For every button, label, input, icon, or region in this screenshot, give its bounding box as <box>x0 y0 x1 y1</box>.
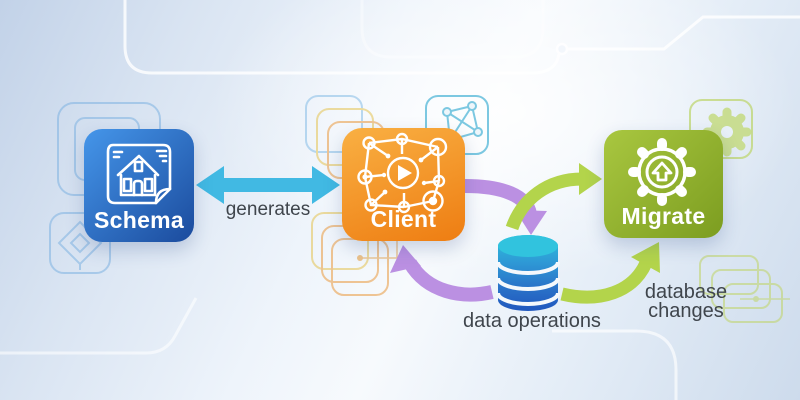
network-node-1 <box>442 107 452 117</box>
circuit-line-bottom-left <box>0 297 198 355</box>
database-changes-line2: changes <box>648 300 724 322</box>
blueprint-house-document-icon <box>106 143 172 205</box>
green-rect-3 <box>723 283 783 323</box>
client-label: Client <box>370 206 437 232</box>
database-changes-line1: database <box>644 281 728 303</box>
schema-label: Schema <box>93 207 184 233</box>
stacked-square-blue <box>305 95 363 153</box>
network-node-3 <box>473 127 483 137</box>
database-icon <box>496 235 560 311</box>
generates-arrowhead-right <box>312 166 340 204</box>
generates-arrow <box>196 166 340 204</box>
gear-hole <box>721 126 733 138</box>
db-to-migrate-arrowhead <box>631 242 660 273</box>
data-operations-annotation: data operations <box>463 310 601 332</box>
gear-upload-arrow-icon <box>628 138 696 206</box>
circuit-line-top-left <box>123 0 561 75</box>
faded-green-rects <box>699 255 790 323</box>
db-to-migrate-arrow <box>560 242 660 304</box>
node-migrate: Migrate <box>604 130 723 238</box>
green-circuit-dot <box>753 296 759 302</box>
circuit-line-top-right <box>567 15 800 51</box>
stacked-square-yellow-2 <box>311 212 369 270</box>
network-node-2 <box>467 101 477 111</box>
green-rect-1 <box>699 255 759 295</box>
circuit-notch-top-center <box>360 0 545 59</box>
node-schema: Schema <box>84 129 194 242</box>
client-to-migrate-arrowhead <box>579 163 602 195</box>
database-separators <box>496 261 560 306</box>
circuit-line-bottom-right <box>552 329 678 400</box>
db-to-client-arrow <box>390 245 494 302</box>
node-client: Client <box>342 128 465 241</box>
green-rect-2 <box>711 269 771 309</box>
faded-diamond-square-outline <box>49 212 111 274</box>
database-changes-annotation: database changes <box>644 281 728 322</box>
database-top-ellipse <box>498 235 558 257</box>
network-graph-play-icon <box>357 132 448 214</box>
orange-circuit-dot <box>357 255 363 261</box>
faded-diamond-inner <box>69 232 91 254</box>
client-to-migrate-arrow <box>505 163 602 231</box>
db-to-client-arrowhead <box>390 245 421 273</box>
migrate-label: Migrate <box>621 203 706 229</box>
generates-arrowhead-left <box>196 166 224 204</box>
generates-annotation: generates <box>225 199 311 220</box>
circuit-node-dot <box>555 42 569 56</box>
